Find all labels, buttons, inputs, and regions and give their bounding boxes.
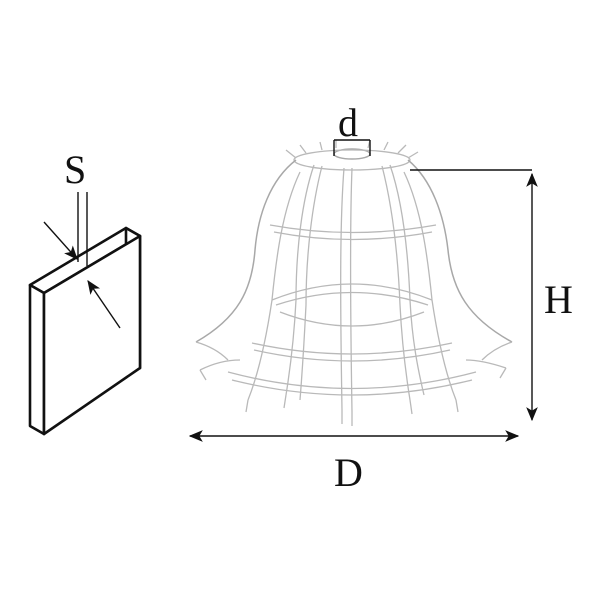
inner-diameter-dimension: d bbox=[333, 100, 371, 156]
thickness-label: S bbox=[64, 147, 86, 192]
outer-diameter-label: D bbox=[334, 450, 363, 495]
height-dimension: H bbox=[410, 169, 573, 422]
height-label: H bbox=[544, 277, 573, 322]
cage-basket bbox=[195, 139, 513, 426]
thickness-dimension: S bbox=[43, 147, 121, 329]
inner-diameter-label: d bbox=[338, 100, 358, 145]
plate-sample bbox=[28, 226, 142, 436]
outer-diameter-dimension: D bbox=[188, 430, 520, 495]
